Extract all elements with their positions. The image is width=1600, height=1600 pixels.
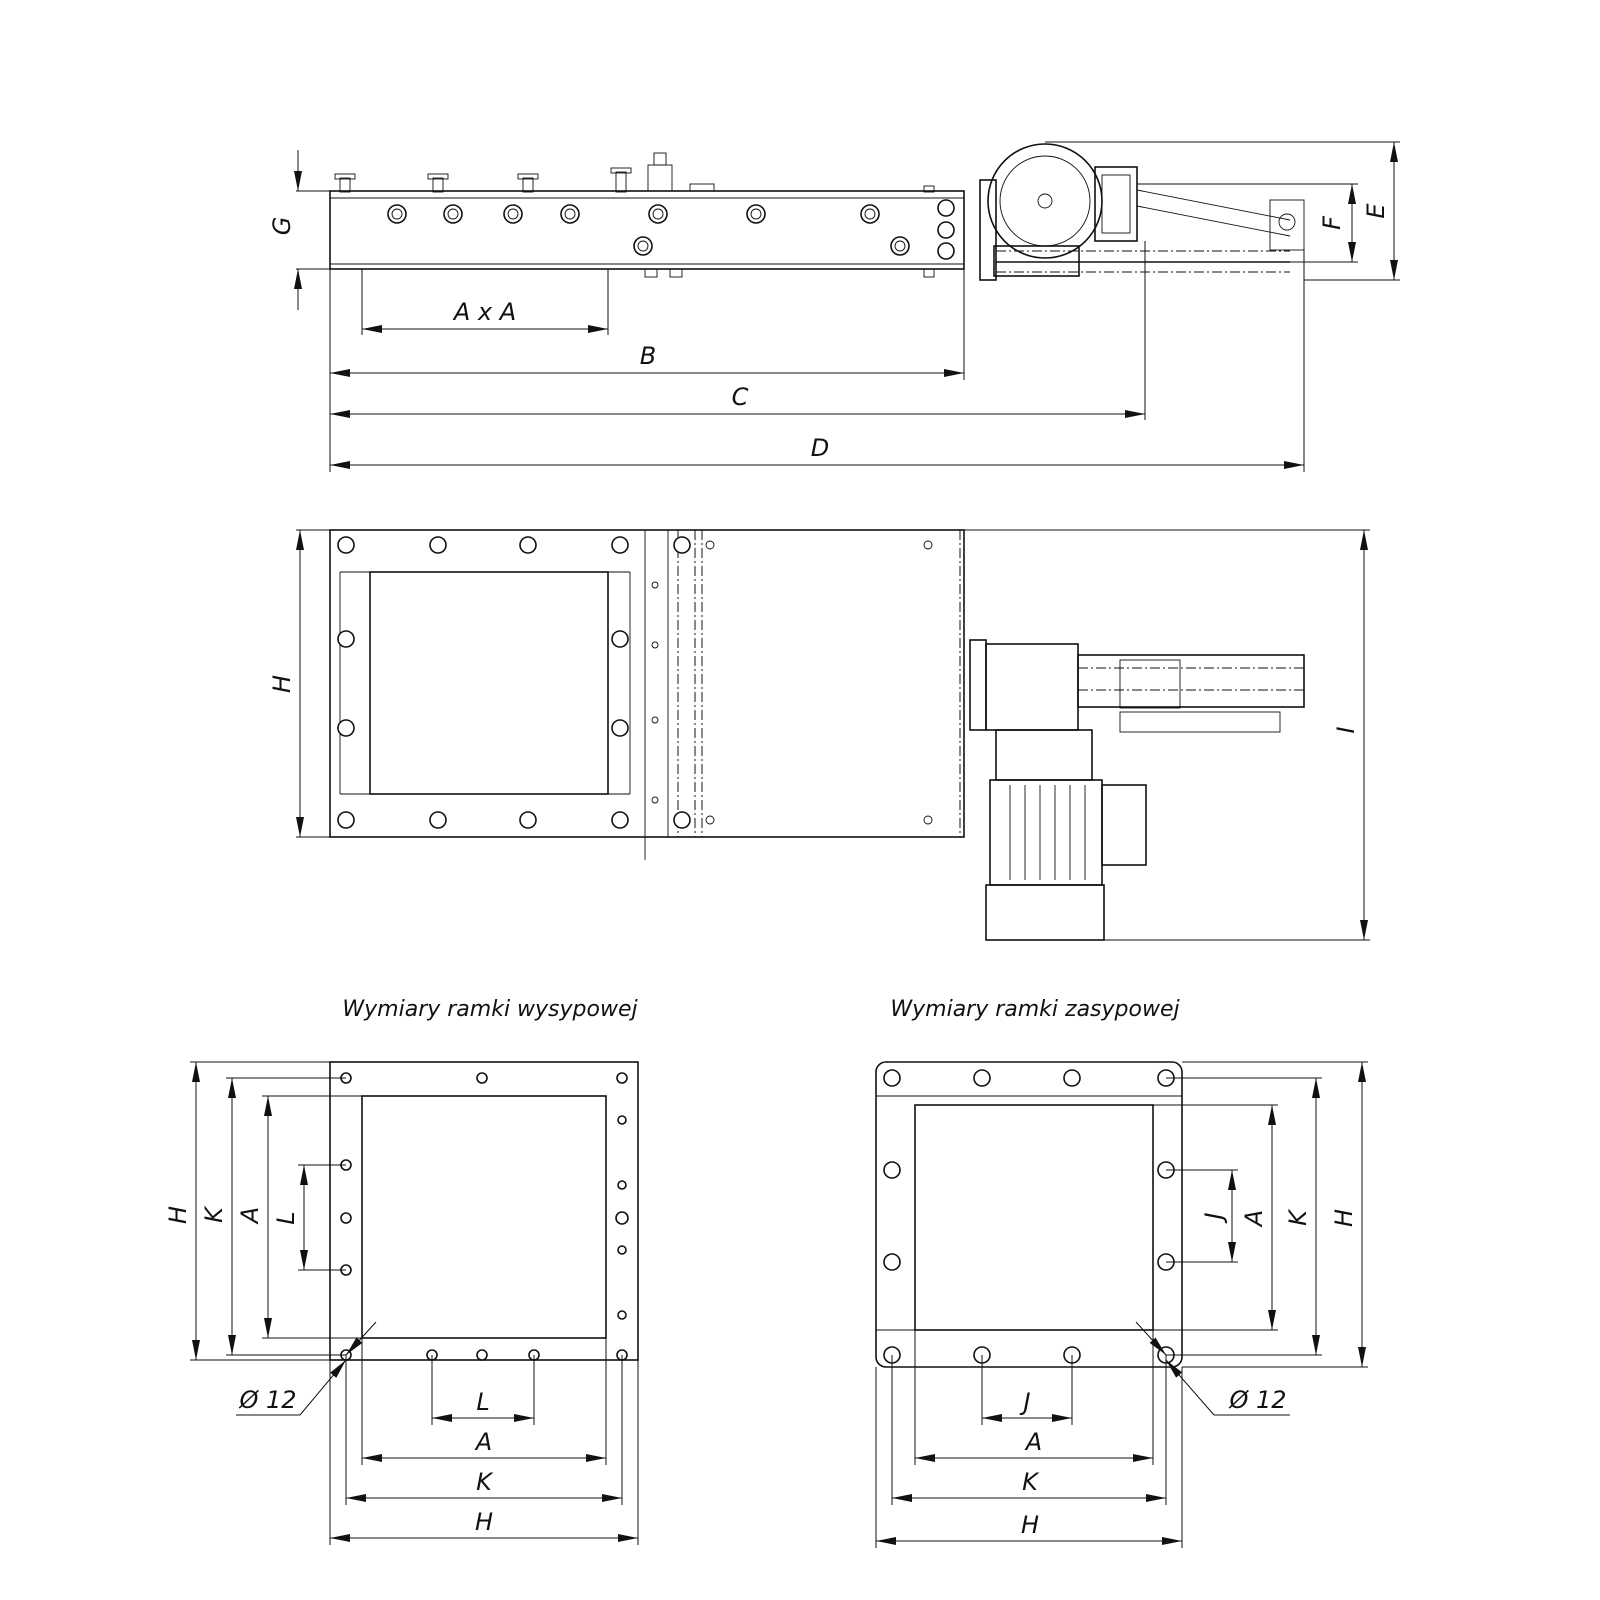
outlet-hole-diameter: Ø 12: [238, 1386, 296, 1414]
outlet-dim-l-h: L: [476, 1388, 489, 1416]
dim-b-label: B: [640, 342, 656, 370]
dim-g-label: G: [268, 217, 296, 236]
outlet-dim-h-v: H: [164, 1206, 192, 1224]
inlet-dim-a-v: A: [1240, 1210, 1268, 1228]
dim-c-label: C: [732, 383, 749, 411]
inlet-hole-diameter: Ø 12: [1228, 1386, 1286, 1414]
inlet-dim-h-h: H: [1021, 1511, 1039, 1539]
inlet-dim-k-h: K: [1022, 1468, 1040, 1496]
inlet-dim-h-v: H: [1330, 1209, 1358, 1227]
inlet-frame-title: Wymiary ramki zasypowej: [890, 997, 1180, 1022]
outlet-frame: H K A L L A K H Ø 12: [164, 1061, 639, 1545]
outlet-dim-a-h: A: [474, 1428, 492, 1456]
side-view: G A x A B C D F E: [268, 141, 1400, 472]
top-view: H I: [268, 529, 1370, 941]
outlet-dim-k-h: K: [476, 1468, 494, 1496]
dim-i-label: I: [1332, 726, 1360, 733]
dim-f-label: F: [1318, 215, 1346, 230]
inlet-frame: J A K H J A K H Ø 12: [875, 1061, 1368, 1548]
dim-d-label: D: [811, 434, 829, 462]
outlet-dim-h-h: H: [475, 1508, 493, 1536]
outlet-frame-title: Wymiary ramki wysypowej: [342, 997, 638, 1022]
outlet-dim-k-v: K: [200, 1205, 228, 1223]
inlet-dim-a-h: A: [1024, 1428, 1042, 1456]
outlet-dim-l-v: L: [272, 1211, 300, 1224]
inlet-dim-j-h: J: [1019, 1388, 1030, 1416]
dim-axa-label: A x A: [452, 298, 516, 326]
dim-h-top-label: H: [268, 675, 296, 693]
inlet-dim-k-v: K: [1284, 1208, 1312, 1226]
dim-e-label: E: [1362, 203, 1390, 219]
inlet-dim-j-v: J: [1200, 1212, 1228, 1223]
outlet-dim-a-v: A: [236, 1207, 264, 1225]
